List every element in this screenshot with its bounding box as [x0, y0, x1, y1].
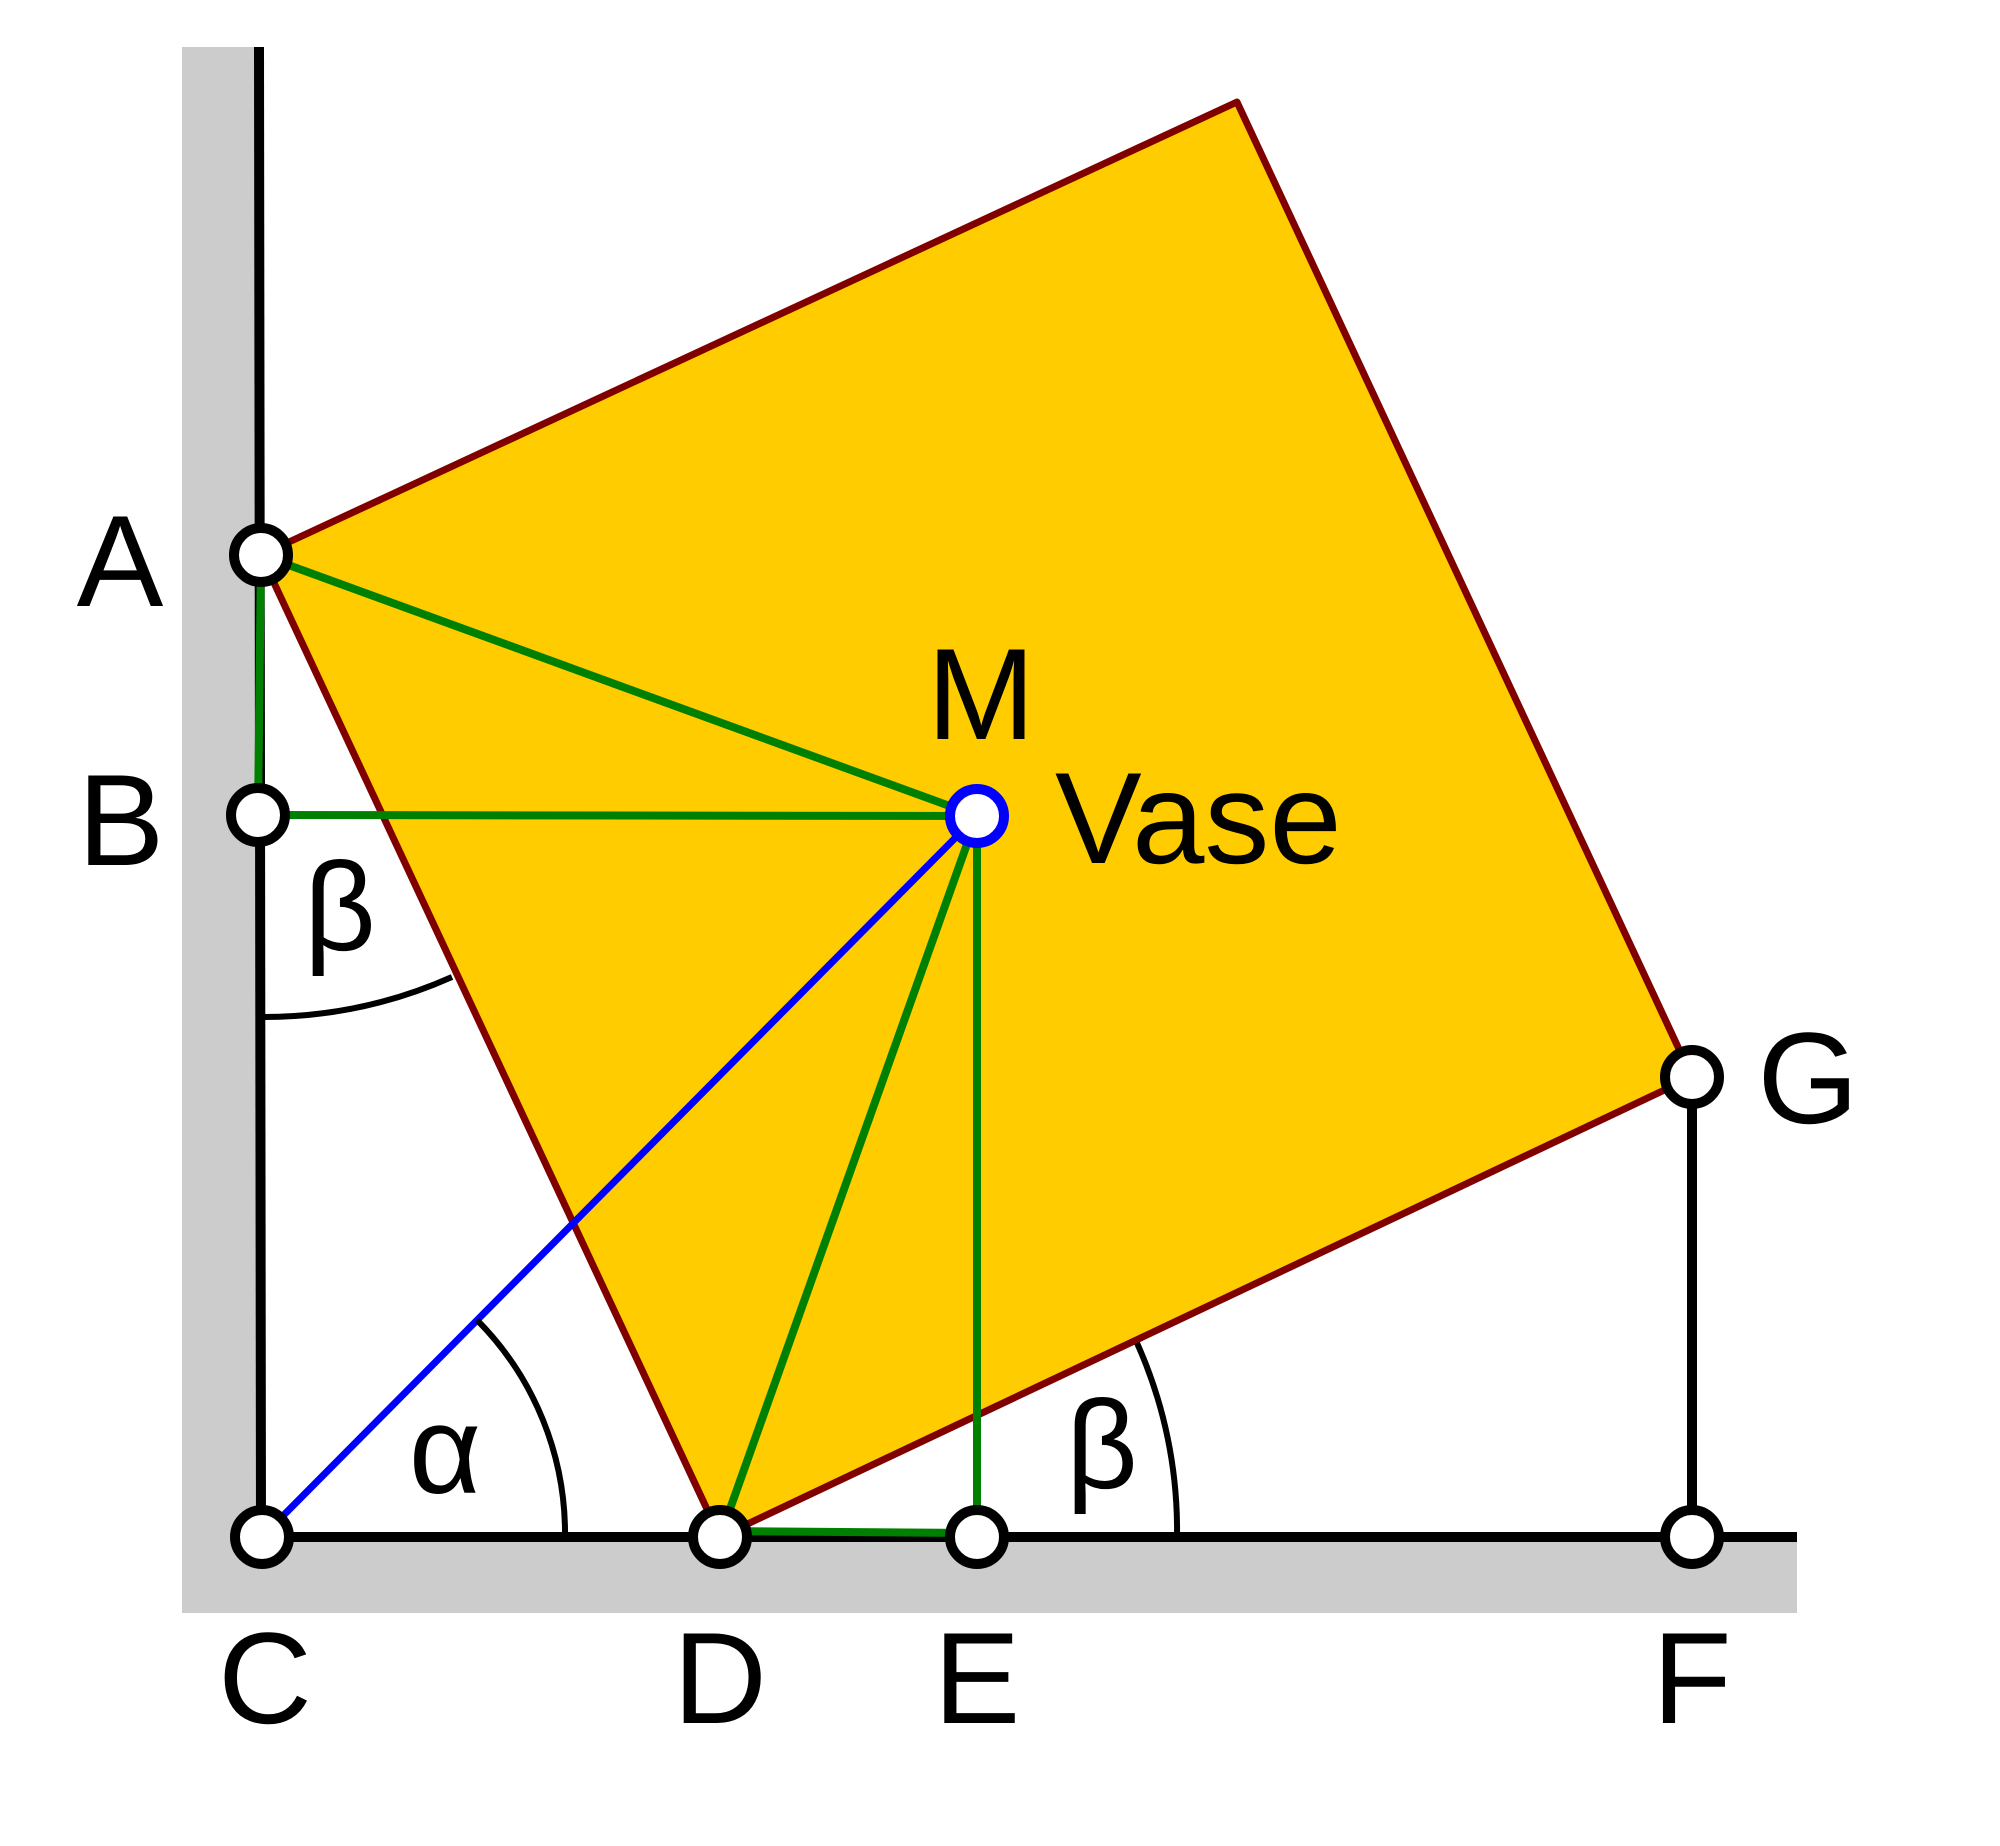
label-beta-lower: β: [1066, 1376, 1138, 1515]
label-vase: Vase: [1055, 745, 1342, 891]
node-a: [229, 523, 293, 587]
label-f: F: [1652, 1605, 1731, 1751]
label-m: M: [927, 621, 1035, 767]
node-b: [226, 783, 290, 847]
node-m: [945, 784, 1009, 848]
alpha-arc: [474, 1317, 569, 1538]
label-alpha: α: [409, 1381, 481, 1520]
line-d-m: [716, 814, 981, 1539]
label-b: B: [78, 747, 165, 893]
line-d-e: [719, 1527, 978, 1537]
node-e: [945, 1505, 1009, 1569]
line-c-m: [259, 813, 980, 1540]
label-e: E: [934, 1605, 1021, 1751]
label-g: G: [1757, 1005, 1858, 1151]
beta-upper-arc: [262, 974, 454, 1021]
label-d: D: [673, 1605, 767, 1751]
helper-lines: [254, 551, 981, 1539]
label-a: A: [77, 488, 164, 634]
node-f: [1660, 1505, 1724, 1569]
nodes: [226, 523, 1724, 1569]
label-beta-upper: β: [304, 838, 376, 977]
node-c: [230, 1505, 294, 1569]
node-d: [688, 1505, 752, 1569]
node-g: [1660, 1045, 1724, 1109]
beta-lower-arc: [1134, 1341, 1181, 1538]
label-c: C: [218, 1605, 312, 1751]
line-a-b: [254, 554, 265, 816]
line-b-m: [257, 811, 978, 820]
line-a-m: [259, 551, 979, 820]
